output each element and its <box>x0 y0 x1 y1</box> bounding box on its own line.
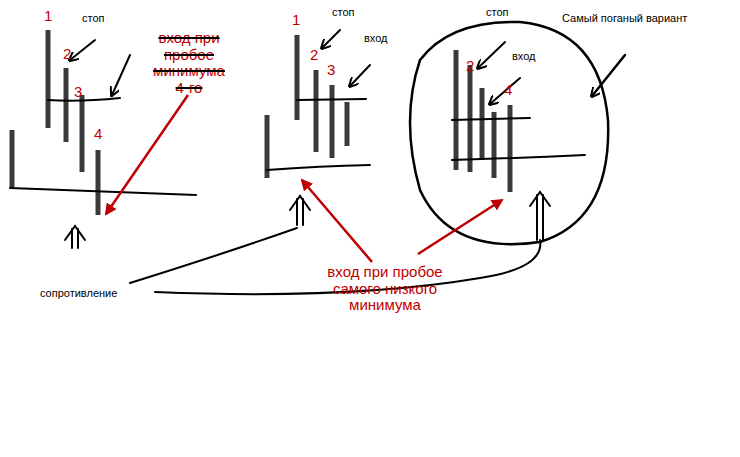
stop-label: стоп <box>486 6 509 18</box>
resistance-label: сопротивление <box>40 287 117 299</box>
callout-number: 2 <box>466 58 474 75</box>
entry-note: вход при пробое минимума 4-го <box>150 30 228 96</box>
note-label: Самый поганый вариант <box>562 12 687 24</box>
stop-label: стоп <box>332 6 355 18</box>
callout-number: 4 <box>504 82 512 99</box>
entry-label: вход <box>512 50 536 62</box>
entry-note: вход при пробое самого низкого минимума <box>318 264 452 314</box>
stop-label: стоп <box>82 12 105 24</box>
callout-number: 1 <box>44 8 52 25</box>
callout-number: 4 <box>94 126 102 143</box>
callout-number: 3 <box>327 62 335 79</box>
callout-number: 3 <box>74 84 82 101</box>
callout-number: 1 <box>292 12 300 29</box>
callout-number: 2 <box>63 46 71 63</box>
entry-label: вход <box>364 32 388 44</box>
callout-number: 2 <box>310 47 318 64</box>
